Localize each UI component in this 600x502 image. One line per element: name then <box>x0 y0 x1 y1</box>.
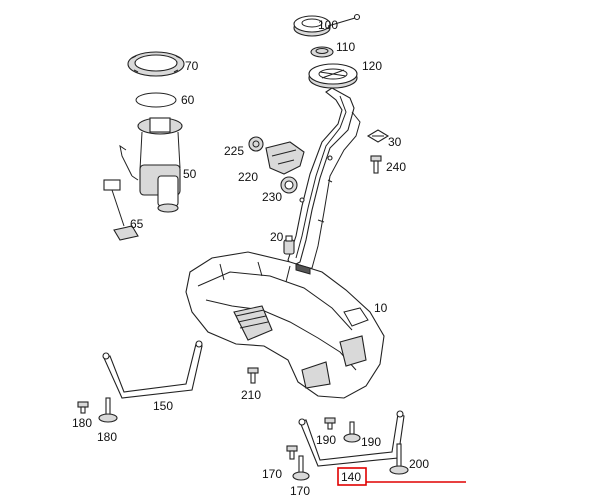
part-210-bolt[interactable] <box>247 367 259 384</box>
filler-neck-pipe[interactable] <box>287 87 361 271</box>
label-100: 100 <box>318 18 338 32</box>
part-150-left-strap[interactable] <box>102 340 203 399</box>
part-220-bracket[interactable] <box>265 141 305 175</box>
label-170-a: 170 <box>262 467 282 481</box>
label-65: 65 <box>130 217 144 231</box>
label-20: 20 <box>270 230 284 244</box>
label-70: 70 <box>185 59 199 73</box>
label-30: 30 <box>388 135 402 149</box>
part-170-bolt-a[interactable] <box>286 445 298 460</box>
label-170-b: 170 <box>290 484 310 498</box>
label-10: 10 <box>374 301 388 315</box>
label-210: 210 <box>241 388 261 402</box>
label-180-a: 180 <box>72 416 92 430</box>
label-240: 240 <box>386 160 406 174</box>
part-230-valve[interactable] <box>280 176 298 194</box>
part-70-lock-ring[interactable] <box>127 51 185 77</box>
part-140-right-strap[interactable] <box>298 410 405 467</box>
label-150: 150 <box>153 399 173 413</box>
part-20-connector[interactable] <box>283 235 295 255</box>
label-50: 50 <box>183 167 197 181</box>
label-120: 120 <box>362 59 382 73</box>
part-180-bolt-b[interactable] <box>98 397 118 423</box>
part-10-fuel-tank[interactable] <box>185 251 385 399</box>
label-190-a: 190 <box>316 433 336 447</box>
label-230: 230 <box>262 190 282 204</box>
part-180-bolt-a[interactable] <box>77 401 89 414</box>
part-50-fuel-pump[interactable] <box>119 117 183 213</box>
part-110-seal-ring[interactable] <box>310 46 334 58</box>
label-190-b: 190 <box>361 435 381 449</box>
label-110: 110 <box>336 40 355 54</box>
part-225-clip[interactable] <box>248 136 264 152</box>
label-200: 200 <box>409 457 429 471</box>
highlight-box <box>337 467 367 486</box>
part-30-bracket-plate[interactable] <box>366 129 390 143</box>
part-200-long-bolt[interactable] <box>389 443 409 475</box>
label-180-b: 180 <box>97 430 117 444</box>
highlight-140: 140 <box>337 467 466 486</box>
label-220: 220 <box>238 170 258 184</box>
part-60-o-ring[interactable] <box>135 92 177 108</box>
part-190-bolt-b[interactable] <box>343 421 361 443</box>
part-190-bolt-a[interactable] <box>324 417 336 430</box>
label-225: 225 <box>224 144 244 158</box>
part-100-fuel-cap[interactable] <box>293 13 361 37</box>
label-140: 140 <box>341 470 361 484</box>
part-240-bolt[interactable] <box>370 155 382 174</box>
part-65-level-sender[interactable] <box>103 179 139 241</box>
label-60: 60 <box>181 93 195 107</box>
part-120-filler-housing[interactable] <box>308 63 358 89</box>
part-170-bolt-b[interactable] <box>292 455 310 481</box>
